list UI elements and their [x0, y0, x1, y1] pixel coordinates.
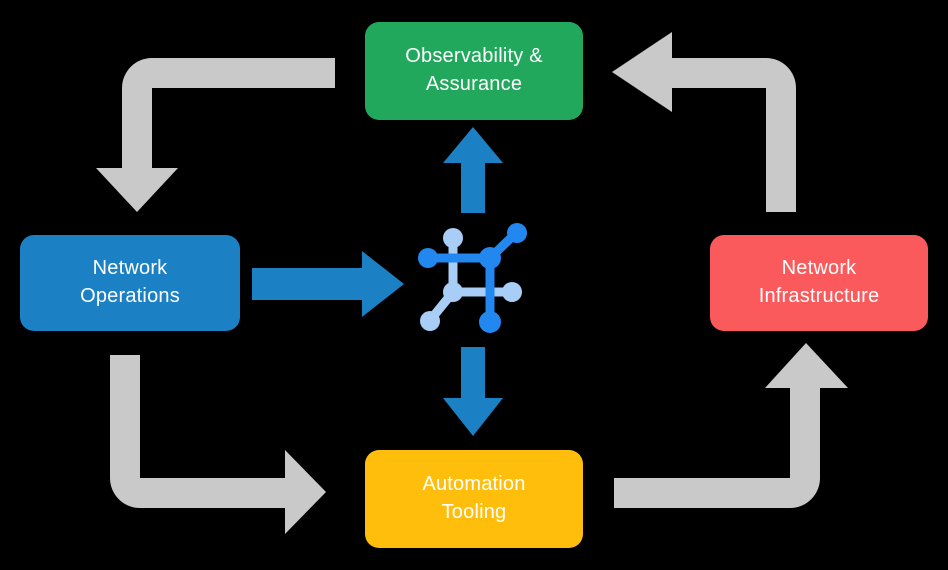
node-observability-and-assurance[interactable]: Observability & Assurance: [365, 22, 583, 120]
node-operations-label: Network Operations: [80, 257, 180, 307]
network-topology-icon: [418, 223, 527, 333]
network-icon-secondary-nodes: [420, 228, 522, 331]
arrow-infrastructure-to-observability: [612, 32, 796, 212]
arrow-automation-to-infrastructure: [614, 343, 848, 508]
node-automation-tooling[interactable]: Automation Tooling: [365, 450, 583, 548]
node-automation-label: Automation Tooling: [422, 473, 526, 523]
node-infrastructure-label: Network Infrastructure: [758, 257, 880, 307]
arrow-operations-to-automation: [110, 355, 326, 534]
arrow-center-to-observability: [443, 127, 503, 213]
network-icon-primary-nodes: [418, 223, 527, 333]
arrow-center-to-automation: [443, 347, 503, 436]
node-network-operations[interactable]: Network Operations: [20, 235, 240, 331]
node-network-infrastructure[interactable]: Network Infrastructure: [710, 235, 928, 331]
arrow-observability-to-operations: [96, 58, 335, 212]
arrow-operations-to-center: [252, 251, 404, 317]
node-observability-label: Observability & Assurance: [405, 45, 543, 95]
